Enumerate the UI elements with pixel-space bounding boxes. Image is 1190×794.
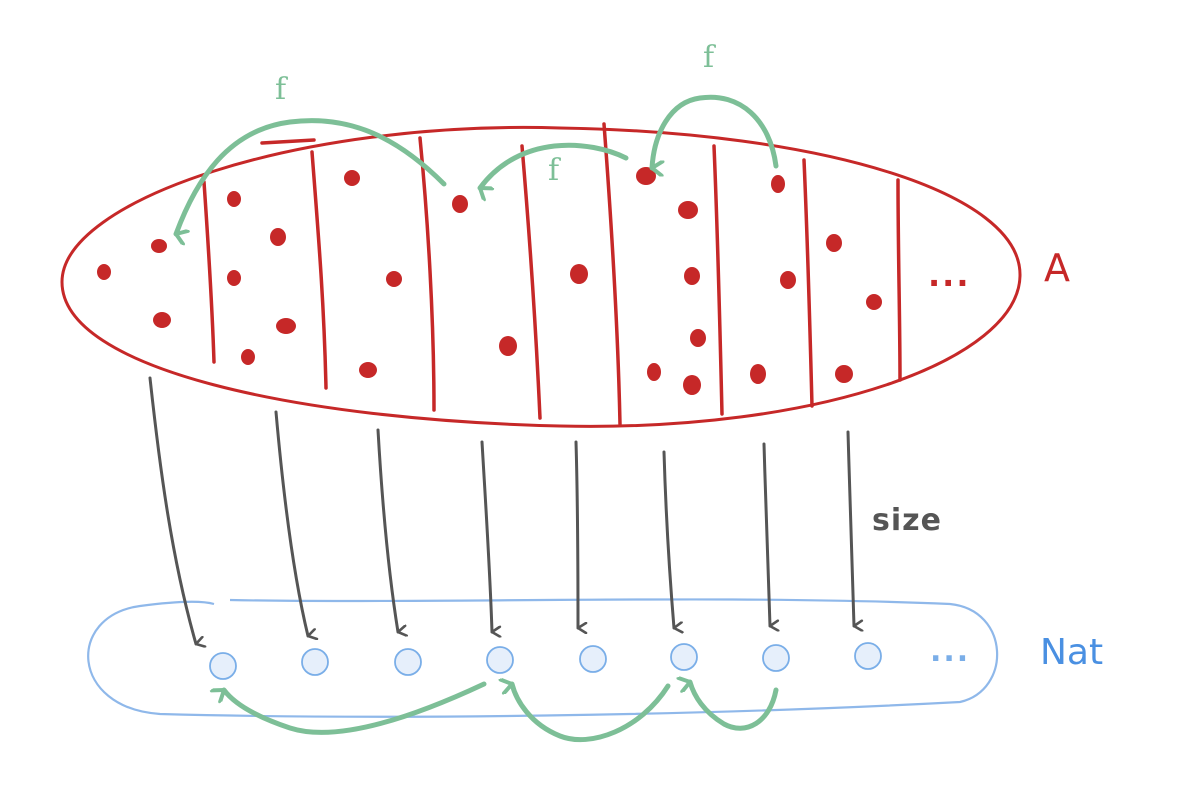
size-arrows <box>148 376 854 644</box>
f-map-label-2: f <box>548 153 560 188</box>
set-nat-ellipsis: ... <box>930 634 971 669</box>
set-a-elements <box>97 167 882 395</box>
set-a-label: A <box>1044 246 1070 290</box>
set-a-boundary <box>60 125 1022 428</box>
f-arrows-in-a <box>173 94 779 234</box>
f-map-label-1: f <box>275 72 287 107</box>
set-nat-label: Nat <box>1040 632 1104 673</box>
f-map-label-3: f <box>703 40 715 75</box>
set-nat-elements <box>209 642 882 680</box>
set-a-partitions <box>202 122 902 426</box>
set-nat-boundary <box>87 598 999 718</box>
size-map-label: size <box>872 503 942 538</box>
set-a-ellipsis: ... <box>928 256 971 294</box>
f-arrows-in-nat <box>224 682 779 743</box>
